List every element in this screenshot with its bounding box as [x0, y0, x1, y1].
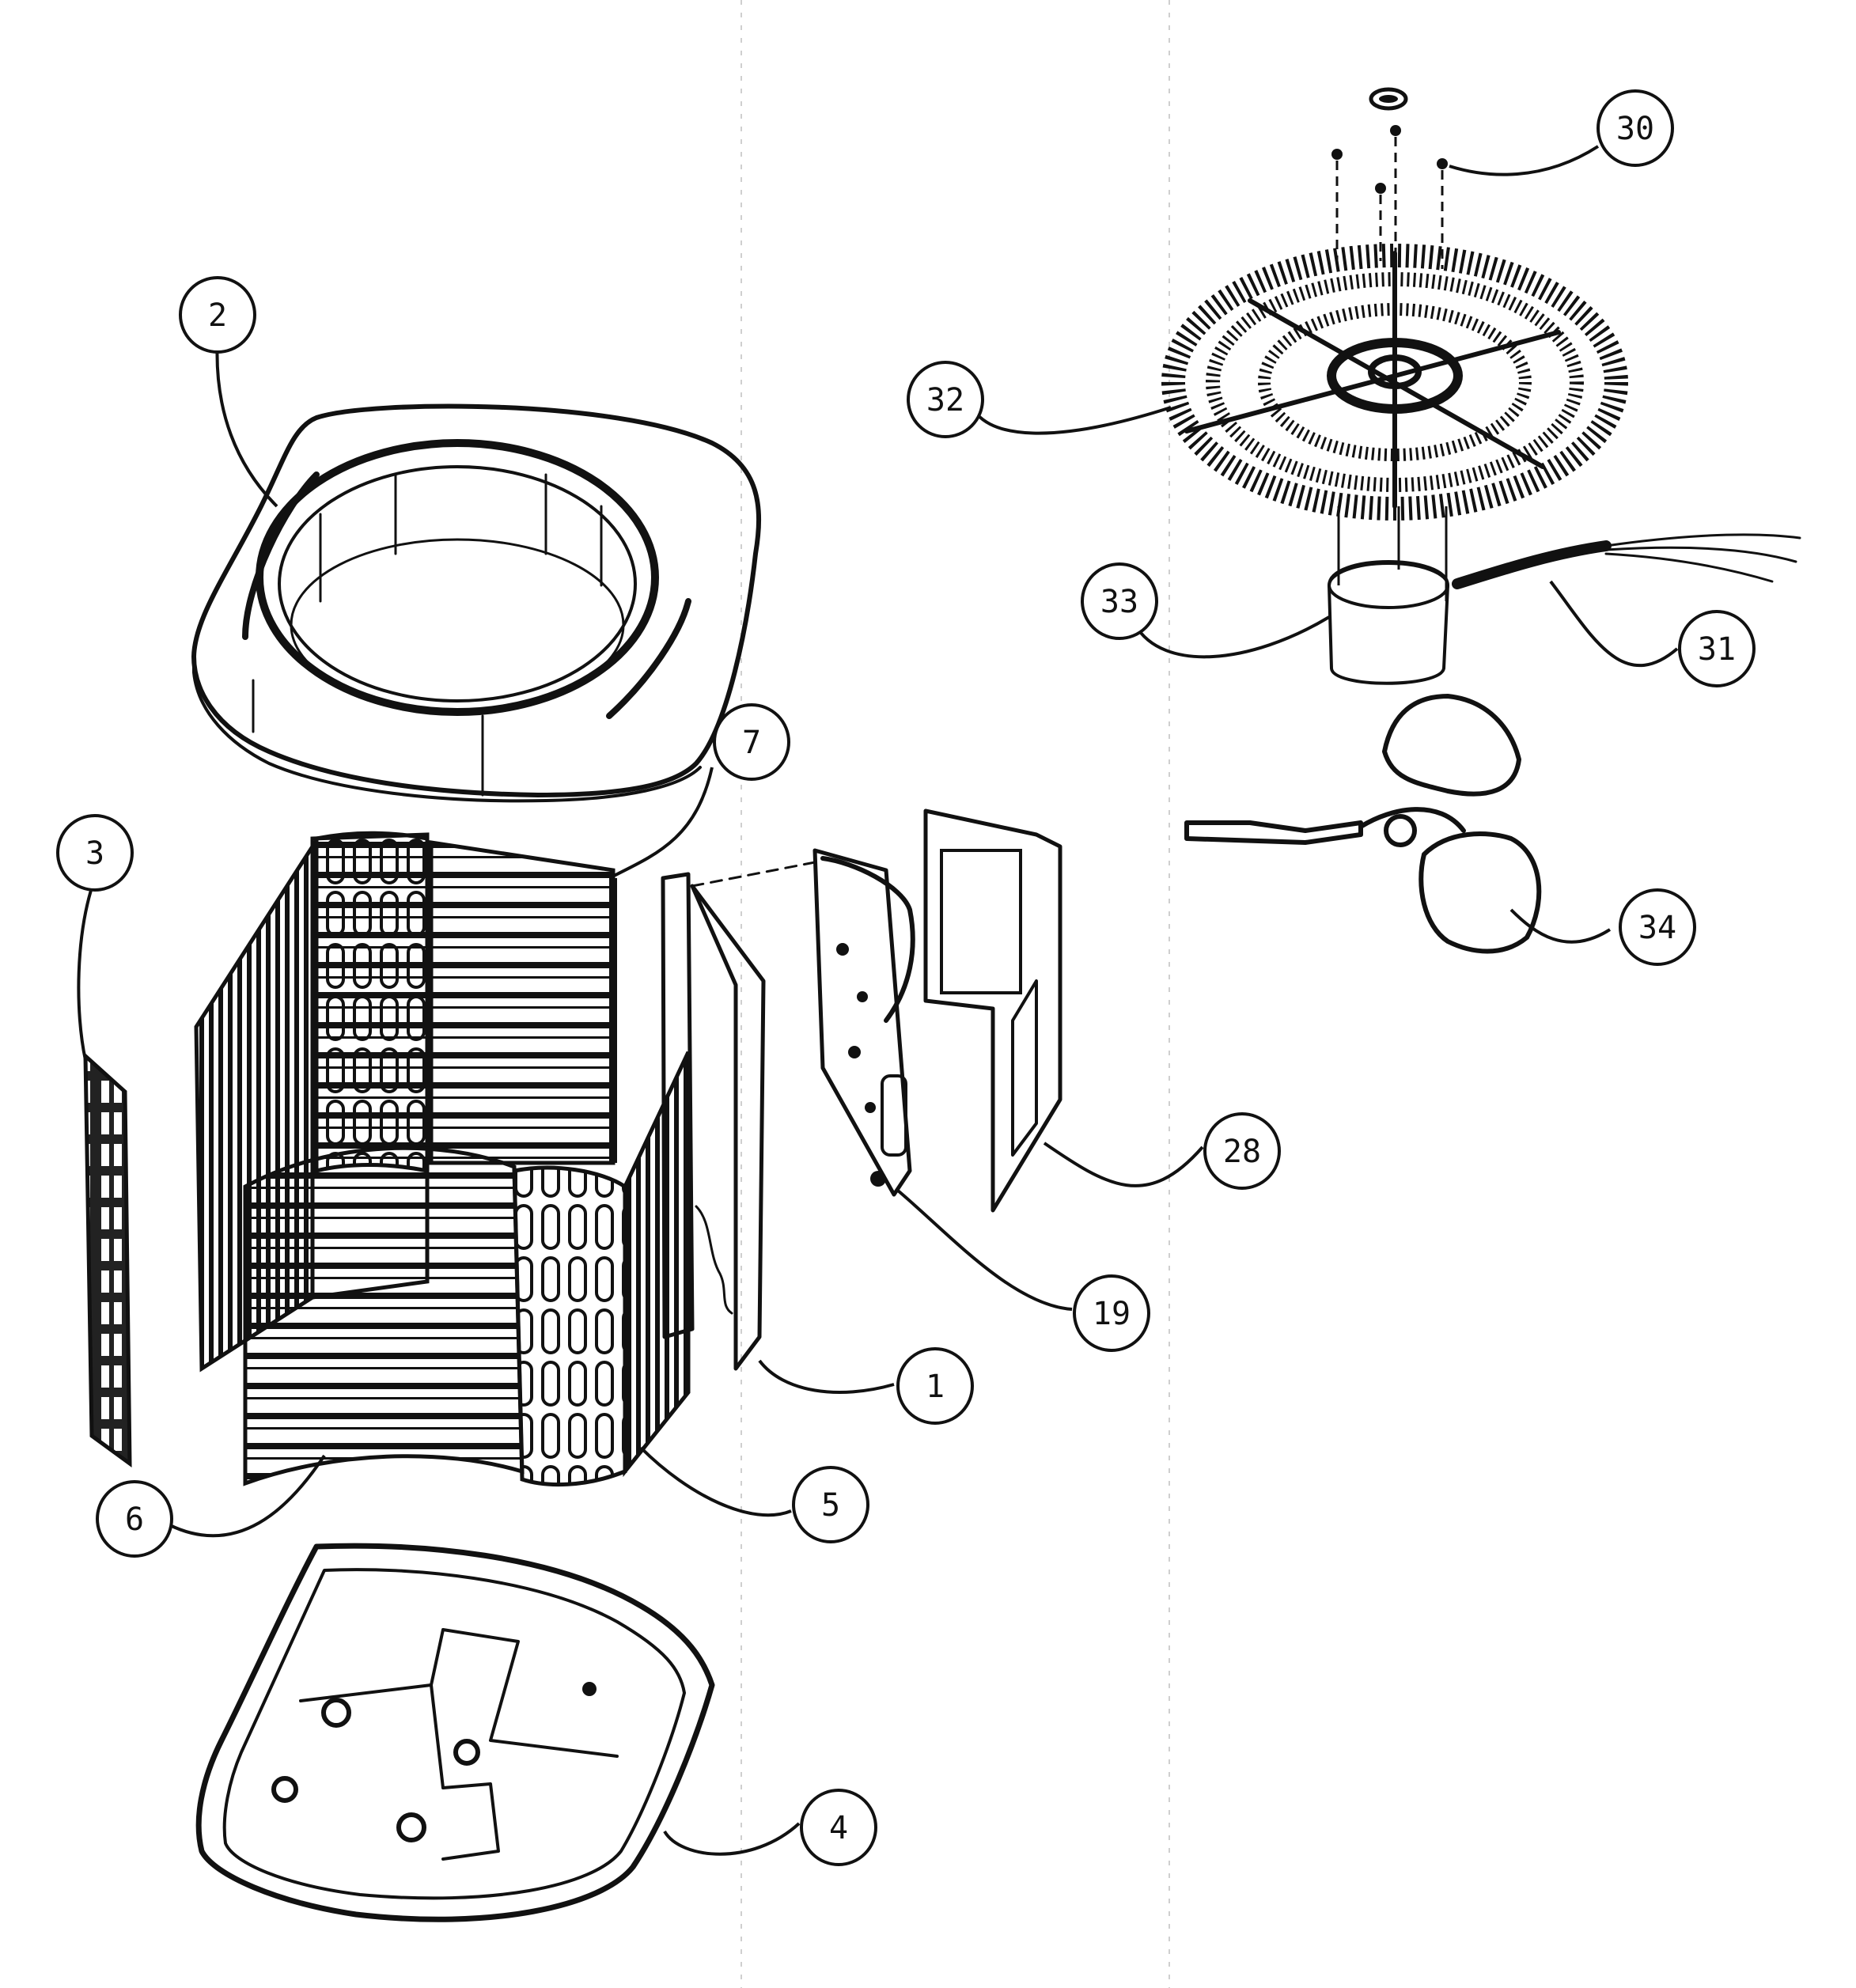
callout-label: 28	[1223, 1134, 1261, 1170]
callout-19: 19	[1073, 1274, 1150, 1352]
callout-33: 33	[1081, 562, 1158, 640]
fan-blade-part	[1184, 694, 1542, 954]
fan-guard-part	[1161, 244, 1628, 521]
callout-1: 1	[896, 1347, 974, 1425]
callout-label: 30	[1616, 111, 1654, 147]
callout-label: 33	[1100, 584, 1138, 620]
callout-6: 6	[96, 1480, 173, 1558]
callout-5: 5	[792, 1466, 869, 1543]
callout-label: 3	[85, 835, 104, 872]
callout-label: 7	[742, 725, 761, 761]
top-cover-part	[191, 403, 761, 803]
coil-assembly-part	[194, 831, 691, 1487]
base-pan-part	[195, 1543, 715, 1922]
callout-34: 34	[1619, 888, 1696, 966]
callout-label: 4	[829, 1810, 848, 1846]
side-grille-part	[83, 1051, 132, 1467]
callout-label: 5	[821, 1487, 840, 1524]
callout-label: 34	[1638, 910, 1676, 946]
callout-label: 31	[1698, 631, 1736, 668]
callout-label: 32	[926, 382, 964, 418]
callout-31: 31	[1678, 610, 1756, 687]
callout-label: 1	[926, 1369, 945, 1405]
callout-2: 2	[179, 276, 256, 354]
fan-hardware-part	[1331, 87, 1448, 269]
callout-label: 2	[208, 297, 227, 334]
callout-label: 6	[125, 1501, 144, 1538]
callout-30: 30	[1597, 89, 1674, 167]
fan-motor-part	[1328, 506, 1801, 685]
control-panel-part	[691, 848, 915, 1197]
callout-32: 32	[907, 361, 984, 438]
corner-panel-part	[661, 872, 766, 1371]
callout-28: 28	[1203, 1112, 1281, 1190]
callout-7: 7	[713, 703, 790, 781]
access-panel-part	[923, 808, 1062, 1213]
callout-4: 4	[800, 1789, 877, 1866]
callout-3: 3	[56, 814, 134, 892]
callout-label: 19	[1093, 1296, 1131, 1332]
